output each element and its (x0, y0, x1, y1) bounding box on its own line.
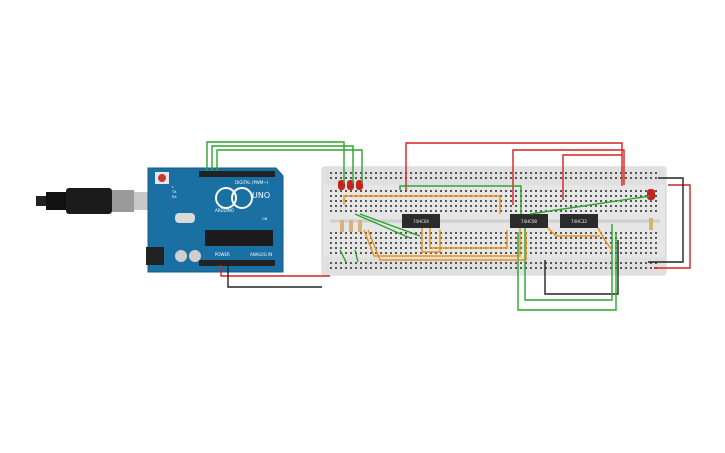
chip-74hc32-label: 74HC32 (571, 219, 587, 224)
usb-cable (36, 188, 148, 214)
power-label: POWER (215, 252, 230, 257)
on-label: ON (262, 217, 268, 221)
tx-label: TX (171, 190, 177, 194)
led-bank[interactable] (338, 180, 363, 190)
analog-label: ANALOG IN (250, 252, 272, 257)
reset-button[interactable] (158, 174, 166, 182)
l-label: L (172, 185, 174, 189)
chip-74hc32[interactable]: 74HC32 (560, 214, 598, 228)
breadboard[interactable] (321, 166, 667, 276)
chip-74hc08[interactable]: 74HC08 (510, 214, 548, 228)
arduino-model: UNO (252, 191, 270, 200)
breadboard-holes (330, 172, 657, 269)
wires (206, 141, 691, 311)
chip-74hc04[interactable]: 74HC04 (402, 214, 440, 228)
chip-74hc08-label: 74HC08 (521, 219, 537, 224)
chip-74hc04-label: 74HC04 (413, 219, 429, 224)
digital-label: DIGITAL (PWM~) (235, 180, 269, 185)
rx-label: RX (172, 195, 177, 199)
resistors (340, 218, 653, 232)
output-led[interactable] (647, 189, 655, 200)
arduino-brand: ARDUINO (215, 208, 234, 213)
arduino-board[interactable]: UNO ARDUINO DIGITAL (PWM~) POWER ANALOG … (146, 167, 284, 273)
